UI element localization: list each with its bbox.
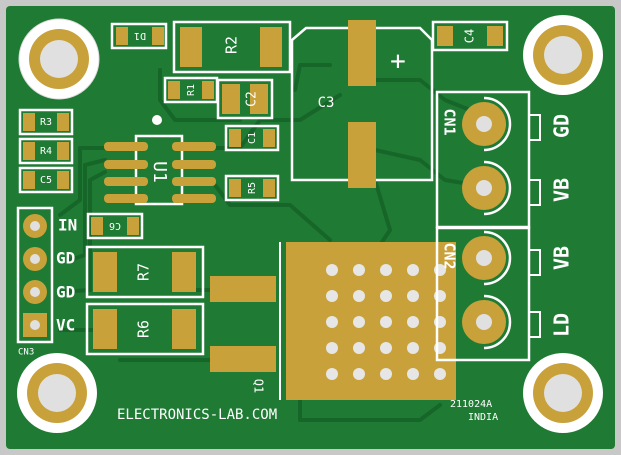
terminal-label-vb-bottom: VB: [550, 246, 574, 270]
cn3-label: CN3: [18, 348, 34, 358]
terminal-label-ld: LD: [550, 313, 574, 337]
connector-cn2: CN2 VB LD: [435, 226, 574, 362]
connector-cn1: CN1 GD VB: [435, 90, 574, 229]
mounting-hole-top-left: [18, 18, 100, 100]
r2-label: R2: [223, 36, 241, 54]
r5-label: R5: [247, 182, 258, 194]
r7-label: R7: [135, 263, 153, 281]
capacitor-c4: C4: [431, 20, 509, 52]
pin-label-vc: VC: [56, 316, 75, 335]
resistor-r5: R5: [224, 174, 280, 202]
thermal-vias: [326, 264, 446, 380]
u1-label: U1: [149, 161, 170, 183]
c3-label: C3: [318, 95, 335, 111]
capacitor-c1: C1: [224, 124, 280, 152]
mounting-hole-top-right: [523, 15, 603, 95]
pin-label-gd-1: GD: [56, 249, 75, 268]
resistor-r4: R4: [18, 137, 74, 165]
transistor-q1: Q1: [210, 242, 456, 400]
cn2-label: CN2: [441, 242, 459, 269]
c3-plus-marker: +: [390, 47, 406, 77]
resistor-r2: R2: [172, 20, 292, 74]
mounting-hole-bottom-left: [17, 353, 97, 433]
capacitor-c5: C5: [18, 166, 74, 194]
pin-label-gd-2: GD: [56, 283, 75, 302]
mounting-hole-bottom-right: [523, 353, 603, 433]
connector-cn3: IN GD GD VC CN3: [16, 206, 77, 358]
d1-label: D1: [134, 30, 146, 41]
board-code-text: 211024A: [450, 399, 492, 410]
pin-label-in: IN: [58, 216, 77, 235]
resistor-r6: R6: [85, 302, 205, 356]
c2-label: C2: [245, 91, 260, 107]
c1-label: C1: [247, 132, 258, 144]
c6-label: C6: [109, 220, 121, 231]
terminal-label-gd: GD: [550, 114, 574, 138]
website-text: ELECTRONICS-LAB.COM: [117, 407, 277, 423]
terminal-label-vb-top: VB: [550, 178, 574, 202]
resistor-r1: R1: [163, 76, 219, 104]
r4-label: R4: [40, 146, 52, 157]
capacitor-c3: C3 +: [290, 20, 434, 188]
r1-label: R1: [186, 84, 197, 96]
r3-label: R3: [40, 117, 52, 128]
r6-label: R6: [135, 320, 153, 338]
q1-label: Q1: [252, 379, 266, 393]
capacitor-c6: C6: [86, 212, 144, 240]
capacitor-c2: C2: [216, 78, 274, 120]
resistor-r7: R7: [85, 245, 205, 299]
c4-label: C4: [463, 29, 477, 43]
cn1-label: CN1: [441, 108, 459, 135]
ic-u1: U1: [104, 115, 216, 206]
country-text: INDIA: [468, 412, 498, 423]
diode-d1: D1: [110, 22, 168, 50]
resistor-r3: R3: [18, 108, 74, 136]
c5-label: C5: [40, 175, 52, 186]
